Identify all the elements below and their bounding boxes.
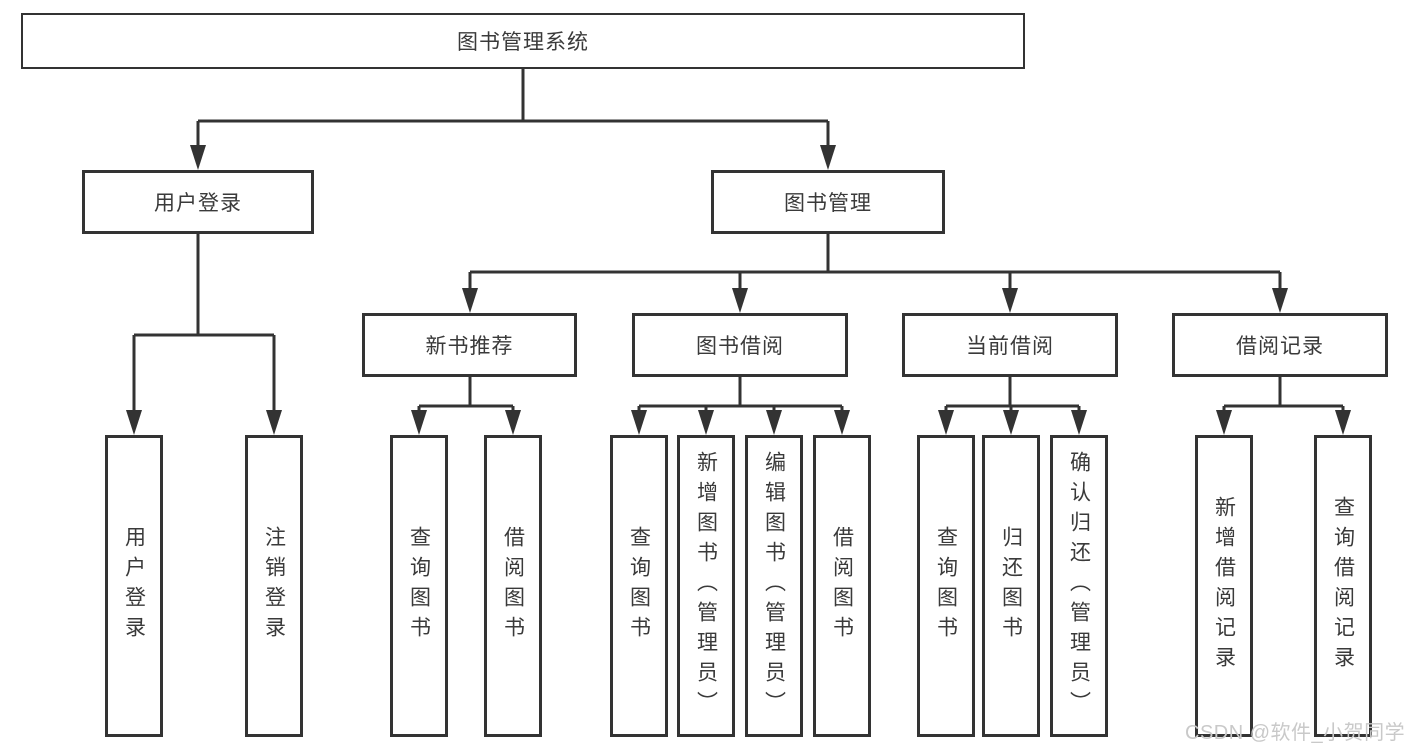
- node-leaf-return-books-label: 归还图书: [999, 526, 1023, 646]
- node-leaf-borrow-query-books-label: 查询图书: [627, 526, 651, 646]
- arrow-down-icon: [820, 145, 836, 170]
- node-leaf-confirm-return-admin-label: 确认归还（管理员）: [1067, 451, 1091, 721]
- node-leaf-recommend-borrow-books-label: 借阅图书: [501, 526, 525, 646]
- arrow-down-icon: [834, 410, 850, 435]
- connector-book-mgmt-to-level3: [462, 234, 1288, 313]
- node-borrow-records-label: 借阅记录: [1236, 335, 1324, 358]
- node-leaf-edit-books-admin-label: 编辑图书（管理员）: [762, 451, 786, 721]
- node-leaf-edit-books-admin: 编辑图书（管理员）: [745, 435, 803, 737]
- node-current-borrow: 当前借阅: [902, 313, 1118, 377]
- arrow-down-icon: [190, 145, 206, 170]
- connector-root-to-level2: [190, 69, 836, 170]
- node-user-login: 用户登录: [82, 170, 314, 234]
- node-new-book-recommend-label: 新书推荐: [425, 335, 514, 358]
- node-leaf-borrow-query-books: 查询图书: [610, 435, 668, 737]
- node-leaf-add-books-admin-label: 新增图书（管理员）: [694, 451, 718, 721]
- node-leaf-query-borrow-record-label: 查询借阅记录: [1331, 496, 1355, 676]
- node-leaf-add-books-admin: 新增图书（管理员）: [677, 435, 735, 737]
- node-leaf-current-query-books-label: 查询图书: [934, 526, 958, 646]
- arrow-down-icon: [1002, 288, 1018, 313]
- node-leaf-recommend-borrow-books: 借阅图书: [484, 435, 542, 737]
- node-leaf-user-login: 用户登录: [105, 435, 163, 737]
- node-book-management-label: 图书管理: [784, 192, 872, 215]
- arrow-down-icon: [266, 410, 282, 435]
- node-leaf-logout: 注销登录: [245, 435, 303, 737]
- arrow-down-icon: [411, 410, 427, 435]
- connector-user-login-to-leaves: [126, 234, 282, 435]
- arrow-down-icon: [462, 288, 478, 313]
- arrow-down-icon: [126, 410, 142, 435]
- connector-borrow-records-to-leaves: [1216, 377, 1351, 435]
- node-leaf-return-books: 归还图书: [982, 435, 1040, 737]
- node-leaf-add-borrow-record: 新增借阅记录: [1195, 435, 1253, 737]
- arrow-down-icon: [1272, 288, 1288, 313]
- arrow-down-icon: [1071, 410, 1087, 435]
- node-root: 图书管理系统: [21, 13, 1025, 69]
- node-leaf-confirm-return-admin: 确认归还（管理员）: [1050, 435, 1108, 737]
- node-book-borrow: 图书借阅: [632, 313, 848, 377]
- arrow-down-icon: [766, 410, 782, 435]
- node-leaf-add-borrow-record-label: 新增借阅记录: [1212, 496, 1236, 676]
- arrow-down-icon: [1216, 410, 1232, 435]
- arrow-down-icon: [1335, 410, 1351, 435]
- arrow-down-icon: [631, 410, 647, 435]
- node-leaf-logout-label: 注销登录: [262, 526, 286, 646]
- arrow-down-icon: [698, 410, 714, 435]
- node-root-label: 图书管理系统: [457, 31, 589, 54]
- arrow-down-icon: [938, 410, 954, 435]
- node-book-borrow-label: 图书借阅: [696, 335, 784, 358]
- node-current-borrow-label: 当前借阅: [966, 335, 1054, 358]
- node-leaf-current-query-books: 查询图书: [917, 435, 975, 737]
- node-new-book-recommend: 新书推荐: [362, 313, 577, 377]
- arrow-down-icon: [1003, 410, 1019, 435]
- node-leaf-recommend-query-books-label: 查询图书: [407, 526, 431, 646]
- connector-new-book-rec-to-leaves: [411, 377, 521, 435]
- node-book-management: 图书管理: [711, 170, 945, 234]
- node-leaf-query-borrow-record: 查询借阅记录: [1314, 435, 1372, 737]
- arrow-down-icon: [505, 410, 521, 435]
- csdn-watermark: CSDN @软件_小贺同学: [1185, 722, 1405, 744]
- connector-book-borrow-to-leaves: [631, 377, 850, 435]
- node-leaf-recommend-query-books: 查询图书: [390, 435, 448, 737]
- node-leaf-borrow-books: 借阅图书: [813, 435, 871, 737]
- arrow-down-icon: [732, 288, 748, 313]
- connector-current-borrow-to-leaves: [938, 377, 1087, 435]
- node-leaf-user-login-label: 用户登录: [122, 526, 146, 646]
- node-user-login-label: 用户登录: [154, 192, 242, 215]
- node-borrow-records: 借阅记录: [1172, 313, 1388, 377]
- node-leaf-borrow-books-label: 借阅图书: [830, 526, 854, 646]
